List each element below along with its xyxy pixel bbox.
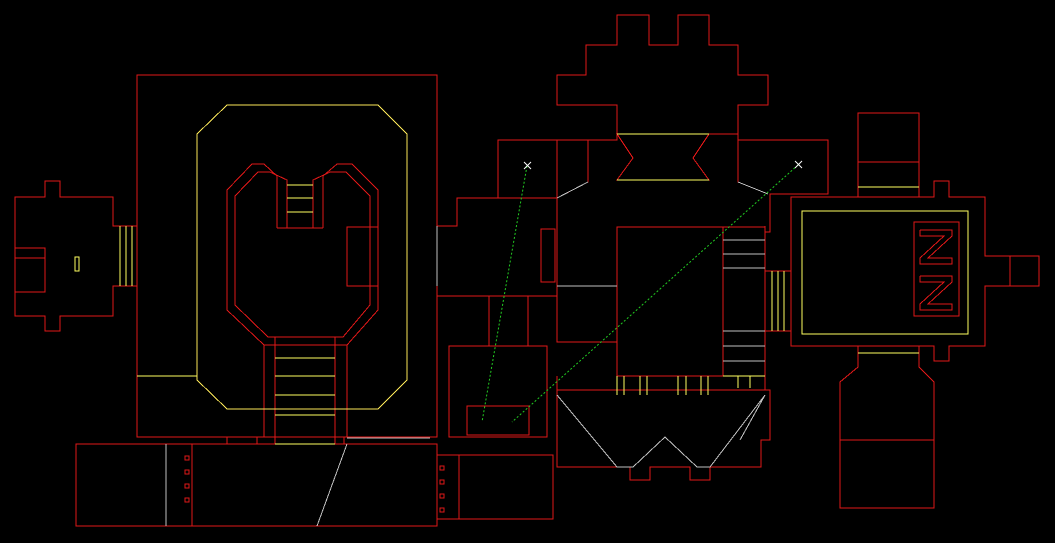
east-room-inner bbox=[801, 210, 969, 335]
teleport-line-1 bbox=[481, 165, 528, 423]
octagon-inner bbox=[196, 104, 408, 410]
mid-south-box bbox=[466, 405, 530, 436]
west-hall-outer bbox=[136, 74, 438, 438]
mid-south-room bbox=[448, 345, 548, 438]
east-room-glyph-bottom bbox=[919, 275, 953, 311]
octagon-outer bbox=[196, 104, 408, 410]
west-room bbox=[14, 180, 138, 332]
east-room-sign-frame bbox=[913, 221, 960, 317]
mid-north-alcove bbox=[497, 139, 558, 199]
teleport-line-2 bbox=[511, 164, 799, 423]
east-room-east-nub bbox=[1009, 255, 1040, 287]
mid-connector bbox=[437, 197, 558, 297]
plaza-nw-corner bbox=[556, 140, 589, 199]
automap-steps bbox=[74, 104, 969, 445]
inner-ring-east-box bbox=[346, 226, 379, 287]
automap-markers bbox=[523, 160, 803, 170]
plaza-hourglass bbox=[616, 133, 710, 181]
automap-teleport-lines bbox=[481, 164, 799, 423]
automap-walls bbox=[14, 14, 1040, 527]
south-vents-east bbox=[439, 465, 445, 513]
central-building bbox=[616, 226, 724, 377]
plaza-ne-corner bbox=[737, 140, 769, 195]
south-east-annex bbox=[436, 454, 554, 520]
south-corridor-east bbox=[343, 345, 348, 444]
south-long-room bbox=[75, 443, 438, 527]
west-room-alcove bbox=[15, 247, 46, 293]
west-room-key[interactable] bbox=[74, 256, 80, 272]
east-room-glyph-top bbox=[919, 229, 953, 265]
automap-floor-lines bbox=[165, 181, 769, 527]
plaza-funnel-diag bbox=[739, 394, 766, 441]
east-room-north-tower bbox=[857, 112, 920, 198]
south-ledge bbox=[226, 436, 258, 445]
plaza-funnel bbox=[556, 394, 766, 468]
mid-shaft bbox=[488, 295, 529, 347]
map-marker-2[interactable] bbox=[794, 160, 803, 169]
map-marker-1[interactable] bbox=[523, 161, 532, 170]
plaza-inner-nw bbox=[556, 181, 589, 199]
plaza-north-wall bbox=[557, 133, 829, 233]
inner-ring-outer bbox=[226, 163, 379, 346]
plaza-west-wall bbox=[556, 198, 618, 376]
north-castle bbox=[556, 14, 769, 135]
south-corridor-west bbox=[256, 345, 265, 444]
mid-pillar bbox=[540, 228, 556, 283]
south-vents-west bbox=[184, 455, 190, 503]
plaza-inner-ne bbox=[737, 181, 769, 195]
south-diagonal bbox=[316, 443, 348, 527]
plaza-east-wall bbox=[556, 226, 771, 481]
inner-ring-inner bbox=[234, 171, 371, 338]
east-capsule bbox=[839, 345, 935, 509]
